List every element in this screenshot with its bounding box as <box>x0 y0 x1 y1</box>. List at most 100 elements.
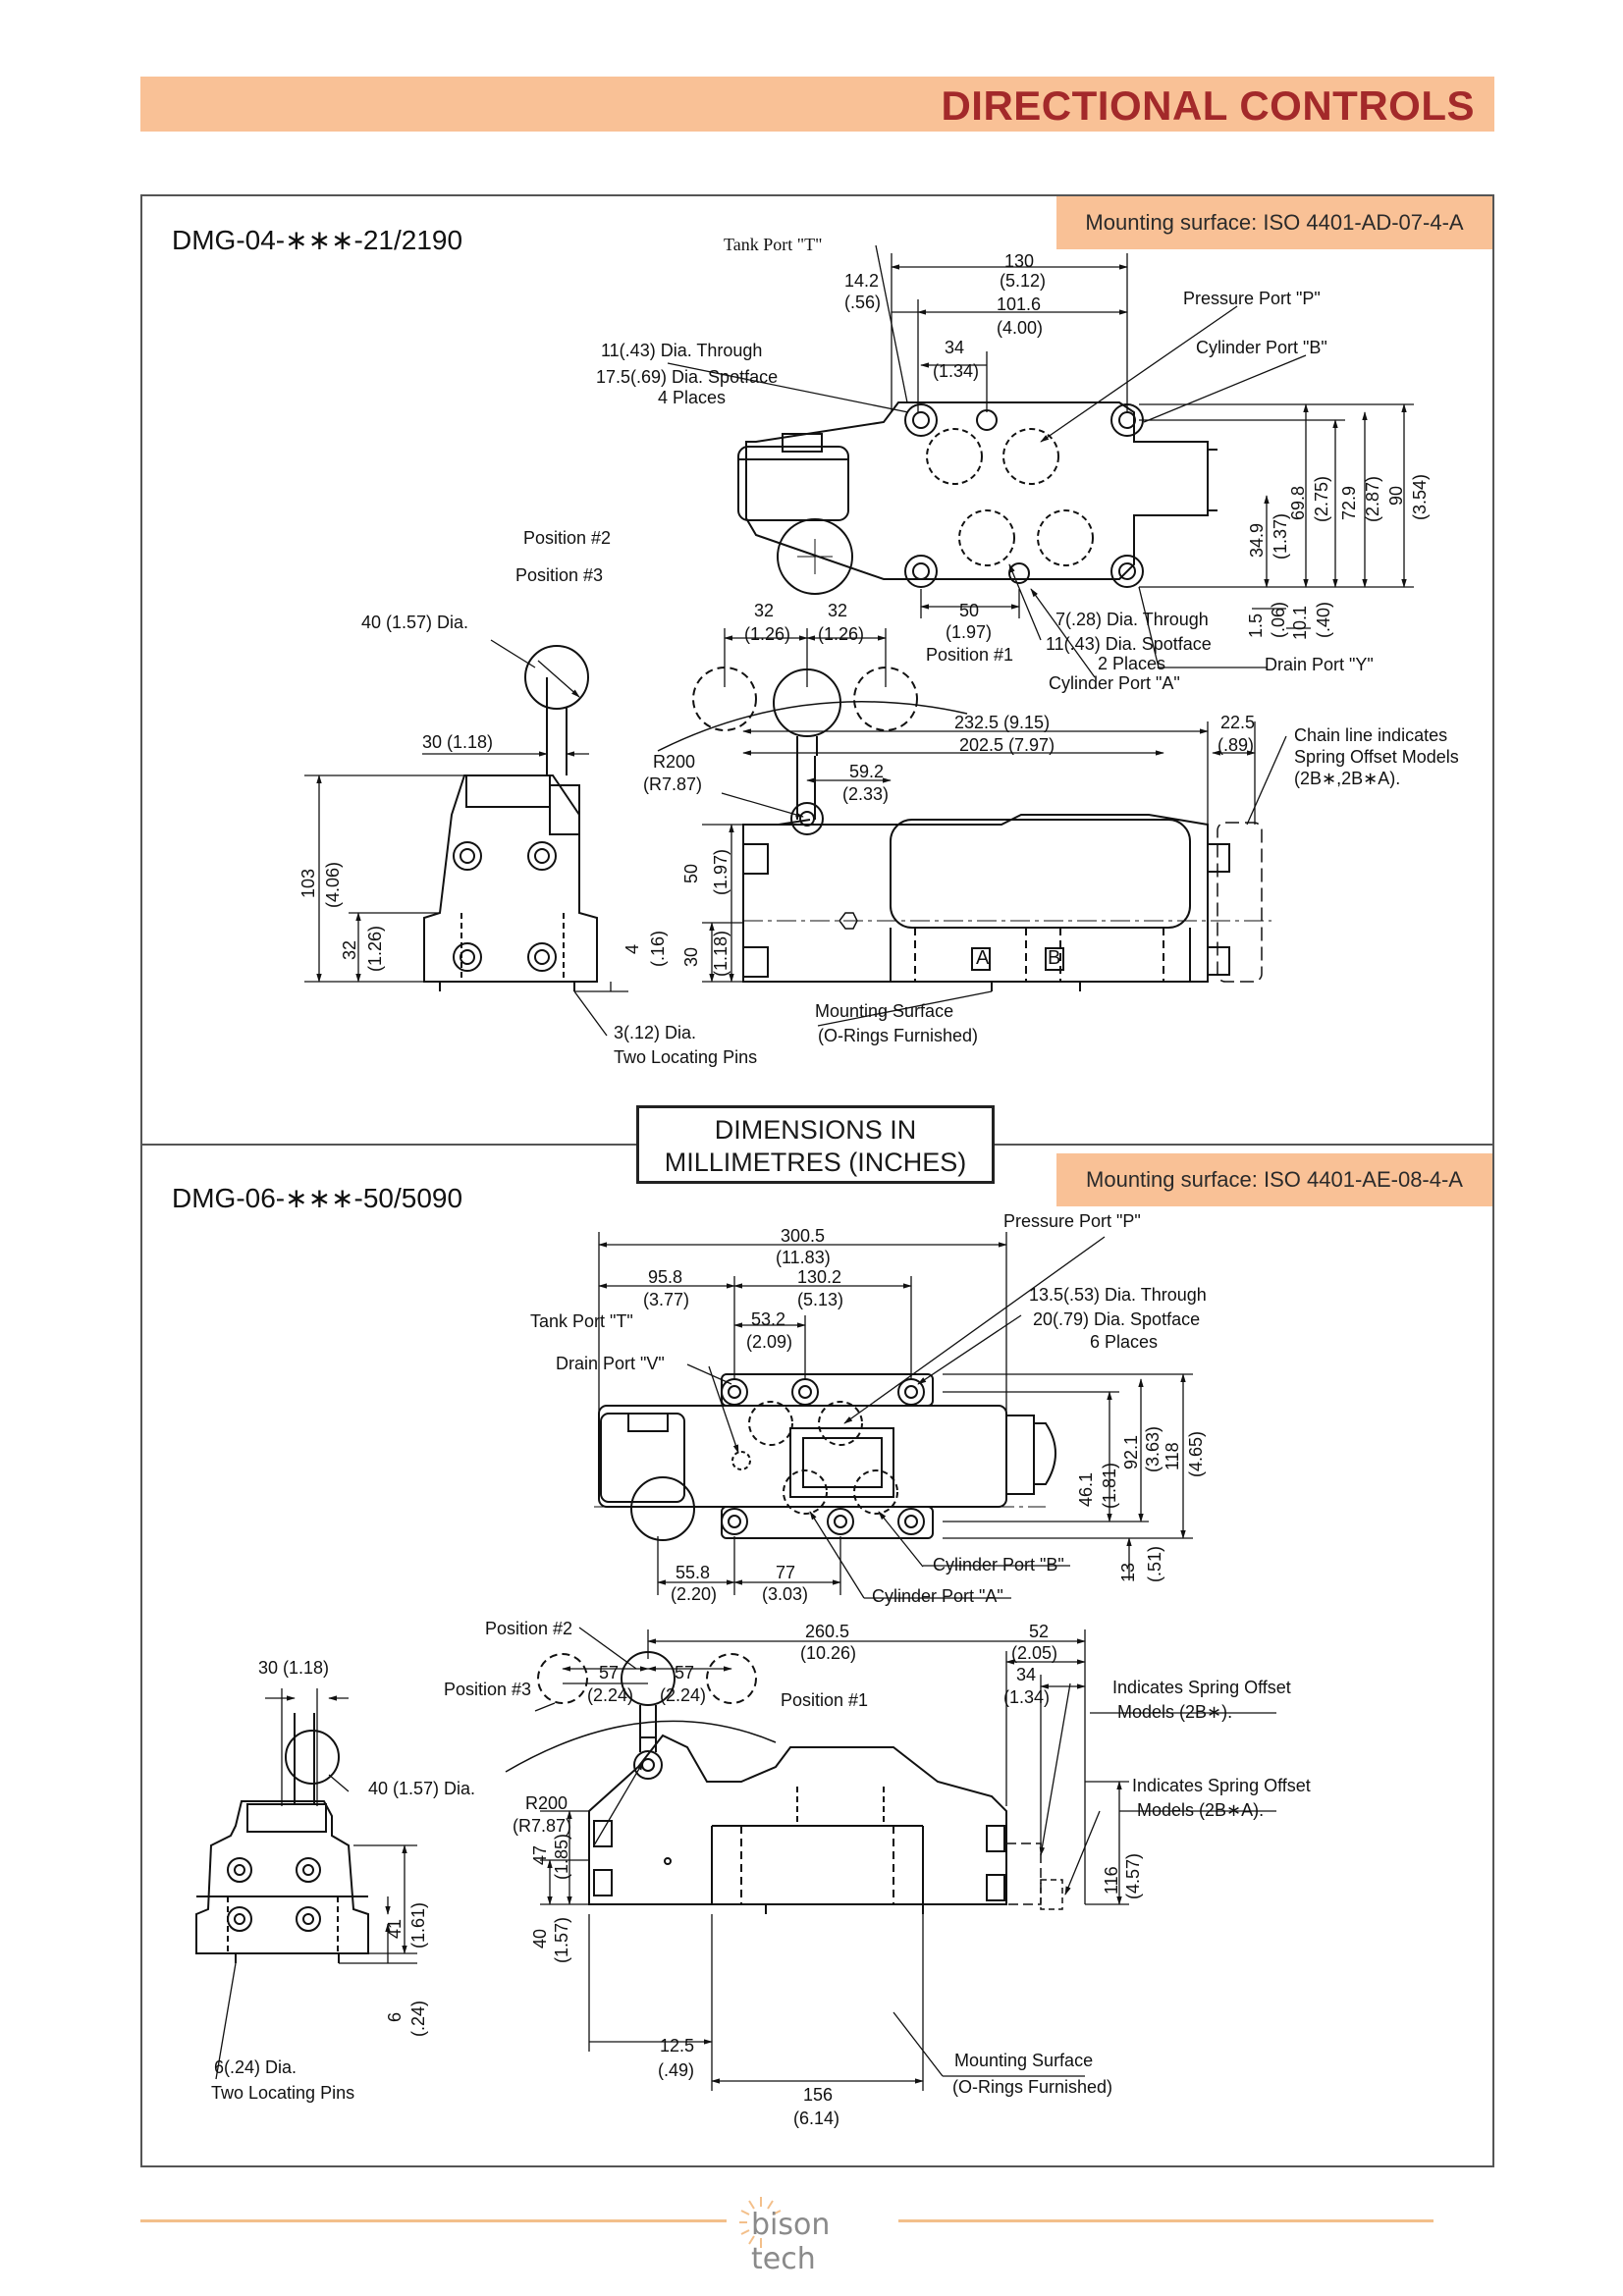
label-pin-hole-1: 7(.28) Dia. Through <box>1055 610 1209 629</box>
dim-22: 22.5 <box>1220 713 1255 732</box>
port-a-label: A <box>976 947 990 969</box>
dim-v13: 13 <box>1118 1563 1138 1582</box>
dim-130-in: (5.12) <box>1000 271 1046 291</box>
dim-v46: 46.1 <box>1076 1472 1096 1507</box>
label-places-1: 4 Places <box>658 388 726 407</box>
dim-101-in: (4.00) <box>997 318 1043 338</box>
dim-v41-in: (1.61) <box>408 1902 428 1949</box>
valve1-dimensions <box>304 244 1414 1037</box>
footer-rule-right <box>898 2219 1434 2222</box>
label-spring-offset-1b: Models (2B∗). <box>1117 1702 1232 1722</box>
dim-v34: 34.9 <box>1247 523 1267 558</box>
dim-v10-in: (.40) <box>1314 602 1333 638</box>
footer-rule-left <box>140 2219 727 2222</box>
valve1-front-view <box>423 645 598 991</box>
dim-v40: 40 <box>530 1929 550 1949</box>
dim-v103-in: (4.06) <box>323 862 343 908</box>
dim-r200-in: (R7.87) <box>643 774 702 794</box>
dim-v118-in: (4.65) <box>1186 1431 1206 1477</box>
label-locating-pin-4: Two Locating Pins <box>211 2083 354 2103</box>
dim-156: 156 <box>803 2085 833 2105</box>
dim-v69: 69.8 <box>1288 486 1308 520</box>
dim-14: 14.2 <box>844 271 879 291</box>
dim-59: 59.2 <box>849 762 884 781</box>
sunburst-icon <box>739 2197 782 2248</box>
label-spring-offset-2a: Indicates Spring Offset <box>1132 1776 1311 1795</box>
label-cylinder-b-1: Cylinder Port "B" <box>1196 338 1327 357</box>
label-pin-places-1: 2 Places <box>1098 654 1165 673</box>
units-line-1: DIMENSIONS IN <box>714 1115 917 1145</box>
label-places-2: 6 Places <box>1090 1332 1158 1352</box>
dim-77: 77 <box>776 1563 795 1582</box>
dim-101: 101.6 <box>997 294 1041 314</box>
dim-v40-in: (1.57) <box>552 1917 571 1963</box>
dim-v72: 72.9 <box>1339 486 1359 520</box>
label-mounting-surface-1: Mounting Surface <box>815 1001 953 1021</box>
label-cylinder-b-2: Cylinder Port "B" <box>933 1555 1064 1575</box>
dim-v10: 10.1 <box>1290 606 1310 640</box>
dim-12-in: (.49) <box>658 2060 694 2080</box>
dim-v47: 47 <box>530 1845 550 1865</box>
dim-v92-in: (3.63) <box>1143 1426 1163 1472</box>
dim-32a-in: (1.26) <box>744 624 790 644</box>
label-position2-2: Position #2 <box>485 1619 572 1638</box>
dim-v50: 50 <box>681 864 701 883</box>
label-through-hole-2: 13.5(.53) Dia. Through <box>1029 1285 1207 1305</box>
valve2-front-view <box>195 1713 369 1963</box>
dim-50-in: (1.97) <box>946 622 992 642</box>
label-chain-line-2: Spring Offset Models <box>1294 747 1459 767</box>
dim-57b: 57 <box>675 1663 694 1682</box>
mounting-surface-tag-2: Mounting surface: ISO 4401-AE-08-4-A <box>1056 1153 1492 1206</box>
dim-v4: 4 <box>622 944 642 954</box>
dim-34-2: 34 <box>1016 1665 1036 1684</box>
dim-34: 34 <box>945 338 964 357</box>
mounting-surface-tag-1: Mounting surface: ISO 4401-AD-07-4-A <box>1056 196 1492 249</box>
dim-14-in: (.56) <box>844 293 881 312</box>
dim-57a: 57 <box>599 1663 619 1682</box>
dim-32b-in: (1.26) <box>818 624 864 644</box>
label-mounting-orings-1: (O-Rings Furnished) <box>818 1026 978 1045</box>
label-locating-pin-3: 6(.24) Dia. <box>214 2057 297 2077</box>
dim-v92: 92.1 <box>1121 1435 1141 1469</box>
dim-v118: 118 <box>1163 1442 1182 1470</box>
label-position3-2: Position #3 <box>444 1680 531 1699</box>
dim-v116-in: (4.57) <box>1123 1853 1143 1899</box>
dim-v103: 103 <box>298 869 318 898</box>
dim-55-in: (2.20) <box>671 1584 717 1604</box>
label-pressure-port-2: Pressure Port "P" <box>1003 1211 1141 1231</box>
port-b-label: B <box>1048 947 1060 969</box>
label-knob-dia-2: 40 (1.57) Dia. <box>368 1779 475 1798</box>
dim-r200: R200 <box>653 752 695 772</box>
dim-v90: 90 <box>1386 486 1406 506</box>
label-drain-port-2: Drain Port "V" <box>556 1354 665 1373</box>
dim-52: 52 <box>1029 1622 1049 1641</box>
dim-v46-in: (1.81) <box>1100 1463 1119 1509</box>
dim-v34-in: (1.37) <box>1271 513 1290 560</box>
units-box: DIMENSIONS IN MILLIMETRES (INCHES) <box>636 1105 995 1184</box>
dim-v30-in: (1.18) <box>711 931 730 977</box>
dim-v47-in: (1.85) <box>552 1834 571 1880</box>
dim-53-in: (2.09) <box>746 1332 792 1352</box>
label-chain-line-1: Chain line indicates <box>1294 725 1447 745</box>
label-position1-2: Position #1 <box>781 1690 868 1710</box>
dim-55: 55.8 <box>676 1563 710 1582</box>
dim-95: 95.8 <box>648 1267 682 1287</box>
label-chain-line-3: (2B∗,2B∗A). <box>1294 769 1400 788</box>
label-mounting-surface-2: Mounting Surface <box>954 2051 1093 2070</box>
label-spring-offset-1a: Indicates Spring Offset <box>1112 1678 1291 1697</box>
logo-text: bison tech <box>751 2208 831 2276</box>
dim-202: 202.5 (7.97) <box>959 735 1055 755</box>
dim-r200-2: R200 <box>525 1793 568 1813</box>
dim-22-in: (.89) <box>1217 735 1254 755</box>
dim-v13-in: (.51) <box>1145 1546 1164 1582</box>
dim-v30: 30 <box>681 947 701 967</box>
dim-v72-in: (2.87) <box>1363 476 1382 522</box>
label-spring-offset-2b: Models (2B∗A). <box>1137 1800 1264 1820</box>
dim-130-2-in: (5.13) <box>797 1290 843 1309</box>
label-pin-spotface-1: 11(.43) Dia. Spotface <box>1046 634 1212 654</box>
dim-v32: 32 <box>340 940 359 960</box>
label-cylinder-a-2: Cylinder Port "A" <box>872 1586 1003 1606</box>
label-drain-port-1: Drain Port "Y" <box>1265 655 1374 674</box>
dim-77-in: (3.03) <box>762 1584 808 1604</box>
